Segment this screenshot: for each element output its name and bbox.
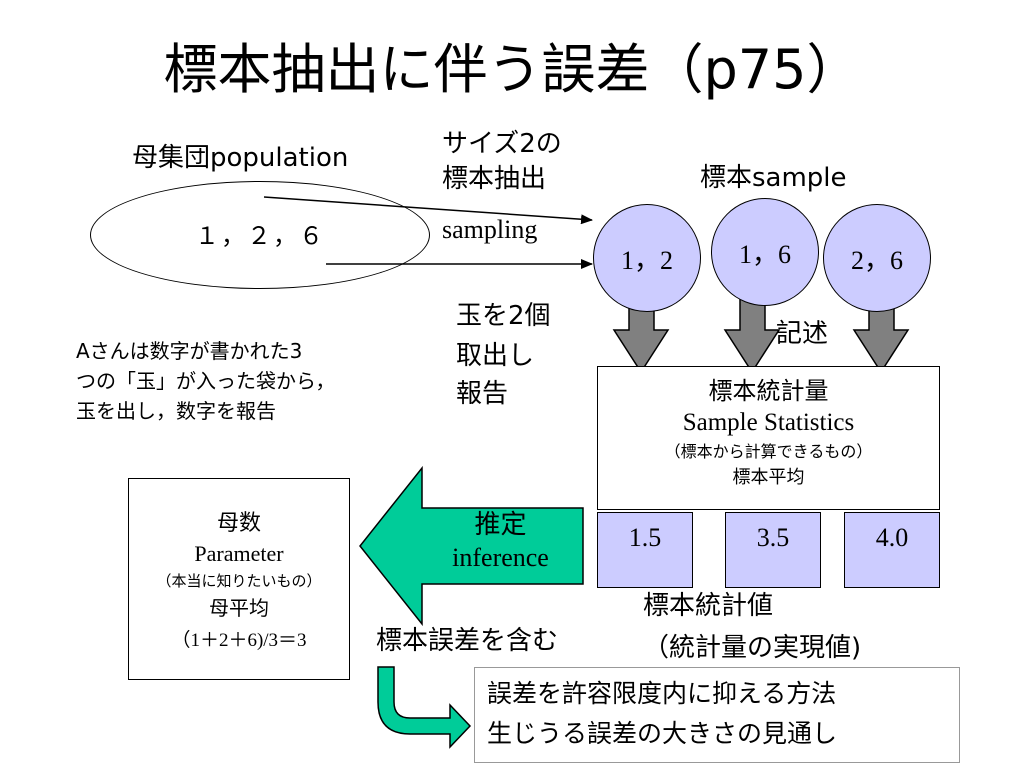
sample-circle-3: 2，6 (823, 204, 931, 312)
inference-en: inference (452, 543, 549, 572)
parameter-mean: 母平均 (209, 596, 269, 620)
bottom-box: 誤差を許容限度内に抑える方法 生じうる誤差の大きさの見通し (474, 667, 960, 763)
sampling-note-line3: sampling (442, 215, 538, 244)
sampling-arrow-1 (263, 196, 593, 225)
sample-circle-2: 1，6 (711, 198, 819, 306)
bottom-line1: 誤差を許容限度内に抑える方法 (487, 679, 837, 708)
statistic-box: 標本統計量 Sample Statistics （標本から計算できるもの） 標本… (597, 366, 940, 510)
population-values: １，２，６ (195, 222, 325, 250)
inference-arrow (359, 465, 584, 627)
draw-note-line3: 報告 (456, 379, 509, 409)
statistic-mean: 標本平均 (732, 467, 805, 488)
story-line2: つの「玉」が入った袋から， (76, 369, 336, 393)
parameter-box: 母数 Parameter （本当に知りたいもの） 母平均 （1＋2＋6)/3＝3 (128, 478, 350, 680)
inference-label: 推定 inference (418, 508, 583, 574)
parameter-note: （本当に知りたいもの） (156, 572, 322, 590)
statistic-note: （標本から計算できるもの） (664, 442, 873, 461)
parameter-english: Parameter (194, 541, 284, 566)
population-label: 母集団population (132, 143, 349, 173)
story-text: Aさんは数字が書かれた3 つの「玉」が入った袋から， 玉を出し，数字を報告 (76, 336, 335, 426)
sampling-note-line1: サイズ2の (442, 129, 562, 159)
describe-label: 記述 (776, 319, 829, 349)
parameter-formula: （1＋2＋6)/3＝3 (171, 630, 307, 651)
sample-label: 標本sample (700, 163, 847, 193)
stat-value-box-3: 4.0 (844, 512, 940, 588)
sample-circle-1: 1，2 (593, 204, 701, 312)
page-title: 標本抽出に伴う誤差（p75） (163, 38, 861, 101)
draw-note-line2: 取出し (456, 341, 535, 371)
stat-value-label-line2: （統計量の実現値) (643, 633, 862, 663)
statistic-title: 標本統計量 (708, 377, 829, 405)
parameter-title: 母数 (216, 511, 261, 536)
bottom-line2: 生じうる誤差の大きさの見通し (487, 719, 838, 748)
stat-value-box-2: 3.5 (725, 512, 821, 588)
draw-note-line1: 玉を2個 (456, 301, 551, 331)
story-line3: 玉を出し，数字を報告 (76, 399, 276, 423)
story-line1: Aさんは数字が書かれた3 (76, 339, 303, 363)
sampling-error-label: 標本誤差を含む (376, 626, 559, 656)
stat-value-box-1: 1.5 (597, 512, 693, 588)
sampling-note-line2: 標本抽出 (442, 164, 547, 194)
statistic-english: Sample Statistics (682, 409, 855, 436)
inference-jp: 推定 (474, 510, 527, 540)
bent-arrow (377, 666, 472, 749)
population-ellipse (90, 181, 430, 289)
stat-value-label-line1: 標本統計値 (643, 591, 774, 621)
